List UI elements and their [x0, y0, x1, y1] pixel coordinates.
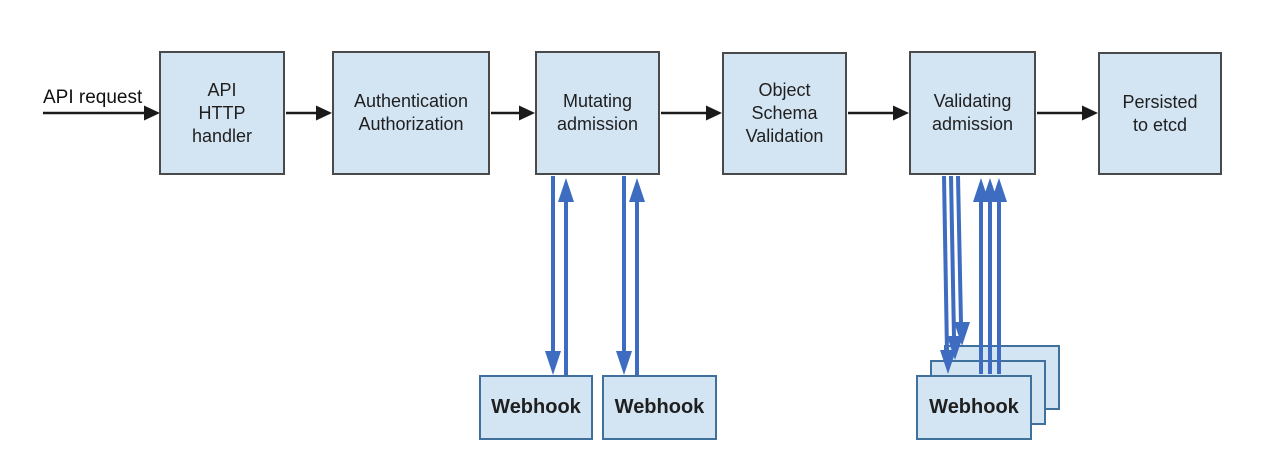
box-api-http-handler-label: API HTTP handler	[191, 79, 253, 146]
arrow-handler-to-auth	[286, 105, 332, 121]
mutating-webhook-2-label: Webhook	[614, 396, 705, 418]
box-persisted-to-etcd: Persisted to etcd	[1098, 52, 1222, 175]
box-api-http-handler: API HTTP handler	[159, 51, 285, 175]
mutating-webhook-1-call-arrow-down	[545, 176, 561, 375]
mutating-webhook-2-return-arrow-up	[629, 178, 645, 375]
arrow-validating-to-etcd	[1037, 105, 1098, 121]
mutating-webhook-2-call-arrow-down	[616, 176, 632, 375]
mutating-webhook-1-return-arrow-up	[558, 178, 574, 375]
arrow-auth-to-mutating	[491, 105, 535, 121]
box-validating-admission-label: Validating admission	[931, 91, 1014, 134]
arrow-schema-to-validating	[848, 105, 909, 121]
mutating-webhook-1-label: Webhook	[491, 396, 581, 418]
box-mutating-admission: Mutating admission	[535, 51, 660, 175]
box-authentication-authorization-label: Authentication Authorization	[353, 91, 469, 134]
box-validating-admission: Validating admission	[909, 51, 1036, 175]
box-mutating-admission-label: Mutating admission	[556, 91, 639, 134]
validating-webhook-label: Webhook	[929, 396, 1019, 418]
mutating-webhook-box-2: Webhook	[602, 375, 717, 440]
validating-webhook-box-front: Webhook	[916, 375, 1032, 440]
box-authentication-authorization: Authentication Authorization	[332, 51, 490, 175]
box-object-schema-validation: Object Schema Validation	[722, 52, 847, 175]
api-request-label: API request	[43, 87, 143, 108]
arrow-mutating-to-schema	[661, 105, 722, 121]
box-persisted-to-etcd-label: Persisted to etcd	[1122, 91, 1198, 135]
mutating-webhook-box-1: Webhook	[479, 375, 593, 440]
box-object-schema-validation-label: Object Schema Validation	[745, 80, 824, 146]
